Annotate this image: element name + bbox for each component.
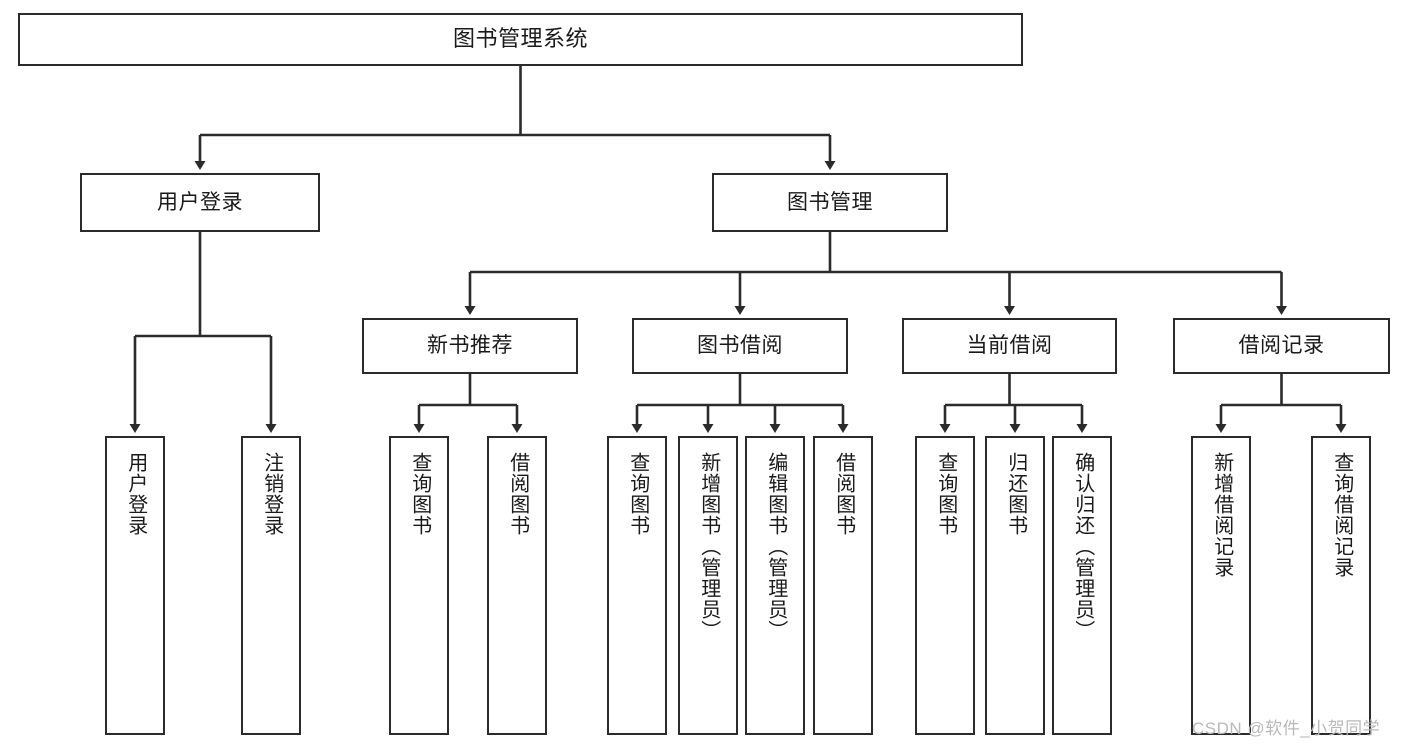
node-book-borrow[interactable]: 图书借阅 [632, 318, 848, 374]
node-leaf-q-book-3[interactable]: 查询图书 [915, 436, 975, 735]
node-leaf-user-login[interactable]: 用户登录 [105, 436, 165, 735]
node-label: 用户登录 [124, 452, 147, 536]
node-label: 编辑图书（管理员） [764, 452, 787, 641]
node-label: 确认归还（管理员） [1071, 452, 1094, 641]
node-label: 用户登录 [157, 190, 243, 214]
node-label: 新增图书（管理员） [697, 452, 720, 641]
node-label: 借阅记录 [1238, 334, 1325, 358]
node-user-login[interactable]: 用户登录 [80, 173, 320, 232]
node-leaf-logout[interactable]: 注销登录 [241, 436, 301, 735]
node-label: 查询图书 [934, 452, 957, 536]
node-leaf-q-book-1[interactable]: 查询图书 [389, 436, 449, 735]
node-label: 归还图书 [1004, 452, 1027, 536]
node-label: 注销登录 [260, 452, 283, 536]
node-label: 查询图书 [408, 452, 431, 536]
node-label: 当前借阅 [966, 334, 1053, 358]
node-book-manage[interactable]: 图书管理 [712, 173, 948, 232]
node-current-borrow[interactable]: 当前借阅 [902, 318, 1117, 374]
node-new-book-rec[interactable]: 新书推荐 [362, 318, 578, 374]
node-label: 新增借阅记录 [1210, 452, 1233, 578]
node-label: 查询图书 [626, 452, 649, 536]
node-leaf-q-rec[interactable]: 查询借阅记录 [1311, 436, 1371, 735]
node-label: 借阅图书 [832, 452, 855, 536]
node-root[interactable]: 图书管理系统 [18, 13, 1023, 66]
node-leaf-q-book-2[interactable]: 查询图书 [607, 436, 667, 735]
watermark-text: CSDN @软件_小贺同学 [1192, 719, 1381, 738]
node-leaf-borrow-2[interactable]: 借阅图书 [813, 436, 873, 735]
node-leaf-add-rec[interactable]: 新增借阅记录 [1191, 436, 1251, 735]
node-leaf-add-book[interactable]: 新增图书（管理员） [678, 436, 738, 735]
node-leaf-edit-book[interactable]: 编辑图书（管理员） [745, 436, 805, 735]
node-label: 图书借阅 [697, 334, 783, 358]
node-label: 图书管理系统 [452, 26, 588, 52]
node-leaf-borrow-1[interactable]: 借阅图书 [487, 436, 547, 735]
node-label: 图书管理 [787, 190, 873, 214]
node-leaf-return[interactable]: 归还图书 [985, 436, 1045, 735]
node-label: 查询借阅记录 [1330, 452, 1353, 578]
node-leaf-confirm[interactable]: 确认归还（管理员） [1052, 436, 1112, 735]
node-label: 新书推荐 [427, 334, 513, 358]
node-borrow-record[interactable]: 借阅记录 [1173, 318, 1390, 374]
node-label: 借阅图书 [506, 452, 529, 536]
